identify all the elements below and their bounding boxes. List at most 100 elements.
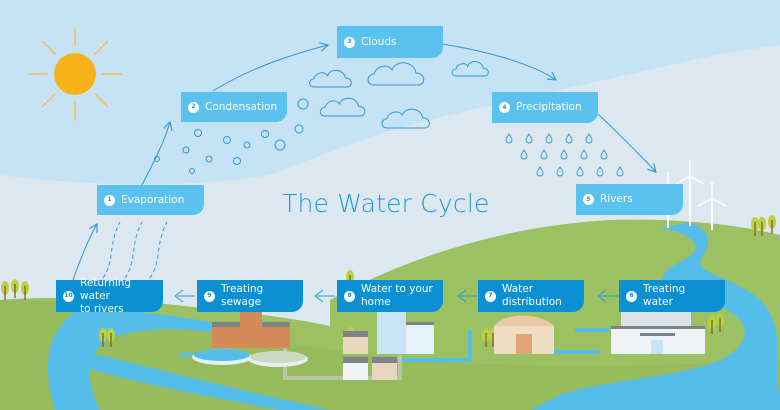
raindrop-icon <box>616 165 624 177</box>
step-label: Condensation <box>205 100 278 113</box>
tree-icon <box>21 281 29 300</box>
step-water-to-home: 8 Water to your home <box>337 280 443 312</box>
tree-icon <box>107 328 115 347</box>
arrow-10-to-1 <box>72 224 97 281</box>
step-label: Rivers <box>600 193 633 205</box>
raindrop-icon <box>600 148 608 160</box>
arrow-4-to-5 <box>597 113 656 172</box>
step-evaporation: 1 Evaporation <box>97 185 204 215</box>
bubble-group <box>154 98 309 174</box>
raindrop-icon <box>565 132 573 144</box>
bubble-icon <box>297 98 309 110</box>
step-number-badge: 9 <box>204 290 215 302</box>
tree-icon <box>758 217 766 236</box>
cloud-icon <box>309 69 352 88</box>
bubble-icon <box>261 130 269 138</box>
raindrop-icon <box>580 148 588 160</box>
step-label: Clouds <box>361 35 397 48</box>
tree-icon <box>708 315 716 334</box>
step-label: Water to your home <box>361 283 433 308</box>
raindrop-icon <box>520 148 528 160</box>
step-clouds: 3 Clouds <box>337 26 443 58</box>
step-returning-water: 10 Returning water to rivers <box>56 277 163 315</box>
diagram-title: The Water Cycle <box>282 189 490 218</box>
sun-icon <box>28 27 122 121</box>
sun-ray <box>41 92 57 108</box>
bubble-icon <box>182 146 190 154</box>
step-rivers: 5 Rivers <box>576 184 683 215</box>
cloud-icon <box>381 108 430 129</box>
cloud-icon <box>319 97 366 117</box>
step-label: Treating water <box>643 283 686 308</box>
raindrop-icon <box>560 148 568 160</box>
step-condensation: 2 Condensation <box>181 92 287 122</box>
raindrop-icon <box>545 132 553 144</box>
sun-ray <box>93 40 109 56</box>
bubble-icon <box>274 139 286 151</box>
raindrop-icon <box>576 165 584 177</box>
arrow-1-to-2 <box>141 122 170 186</box>
sewage-treatment-plant <box>192 310 308 367</box>
arrow-3-to-4 <box>441 43 556 80</box>
step-number-badge: 6 <box>626 290 637 302</box>
step-number-badge: 4 <box>499 102 510 113</box>
step-water-distribution: 7 Water distribution <box>478 280 584 312</box>
bubble-icon <box>294 124 304 134</box>
apartment-block <box>377 306 434 354</box>
wind-turbine-icon <box>675 160 705 226</box>
cloud-icon <box>451 61 489 77</box>
step-label: Evaporation <box>121 193 185 206</box>
sun-ray <box>93 92 109 108</box>
cloud-icon <box>367 62 425 86</box>
flow-arrows <box>174 289 618 303</box>
tree-icon <box>482 328 490 347</box>
step-label: Returning water to rivers <box>80 276 132 315</box>
step-treating-sewage: 9 Treating sewage <box>197 280 303 312</box>
step-label: Water distribution <box>502 283 562 308</box>
step-number-badge: 3 <box>344 36 355 48</box>
tree-icon <box>716 313 724 332</box>
raindrop-icon <box>525 132 533 144</box>
evaporation-wave <box>124 221 143 279</box>
step-number-badge: 8 <box>344 290 355 302</box>
tree-icon <box>11 279 19 298</box>
raindrop-icon <box>585 132 593 144</box>
bubble-icon <box>223 136 231 144</box>
raindrop-icon <box>536 165 544 177</box>
step-label: Precipitation <box>516 101 582 113</box>
evaporation-wave <box>102 221 121 279</box>
tree-icon <box>768 215 776 234</box>
river-bottom <box>60 355 330 410</box>
bubble-icon <box>154 156 160 162</box>
bubble-icon <box>243 141 251 149</box>
tree-icon <box>751 217 759 236</box>
raindrop-icon <box>556 165 564 177</box>
step-label: Treating sewage <box>221 283 264 308</box>
sun-ray <box>41 40 57 56</box>
sky-upper <box>0 0 780 185</box>
step-treating-water: 6 Treating water <box>619 280 725 312</box>
step-number-badge: 2 <box>188 101 199 113</box>
evaporation-wave <box>149 221 168 279</box>
water-treatment-plant <box>611 308 705 354</box>
cloud-group <box>309 61 489 129</box>
raindrop-icon <box>505 132 513 144</box>
step-number-badge: 10 <box>63 290 74 302</box>
step-number-badge: 5 <box>583 194 594 205</box>
river-left <box>47 310 230 410</box>
arrow-2-to-3 <box>212 45 328 92</box>
raindrop-icon <box>596 165 604 177</box>
bubble-icon <box>189 168 195 174</box>
bubble-icon <box>233 157 241 165</box>
raindrop-icon <box>540 148 548 160</box>
houses <box>343 331 397 380</box>
step-precipitation: 4 Precipitation <box>492 92 598 123</box>
distribution-building <box>494 315 554 354</box>
step-number-badge: 7 <box>485 290 496 302</box>
bubble-icon <box>194 129 202 137</box>
tree-icon <box>99 328 107 347</box>
river-right <box>530 222 780 410</box>
bubble-icon <box>205 155 213 163</box>
